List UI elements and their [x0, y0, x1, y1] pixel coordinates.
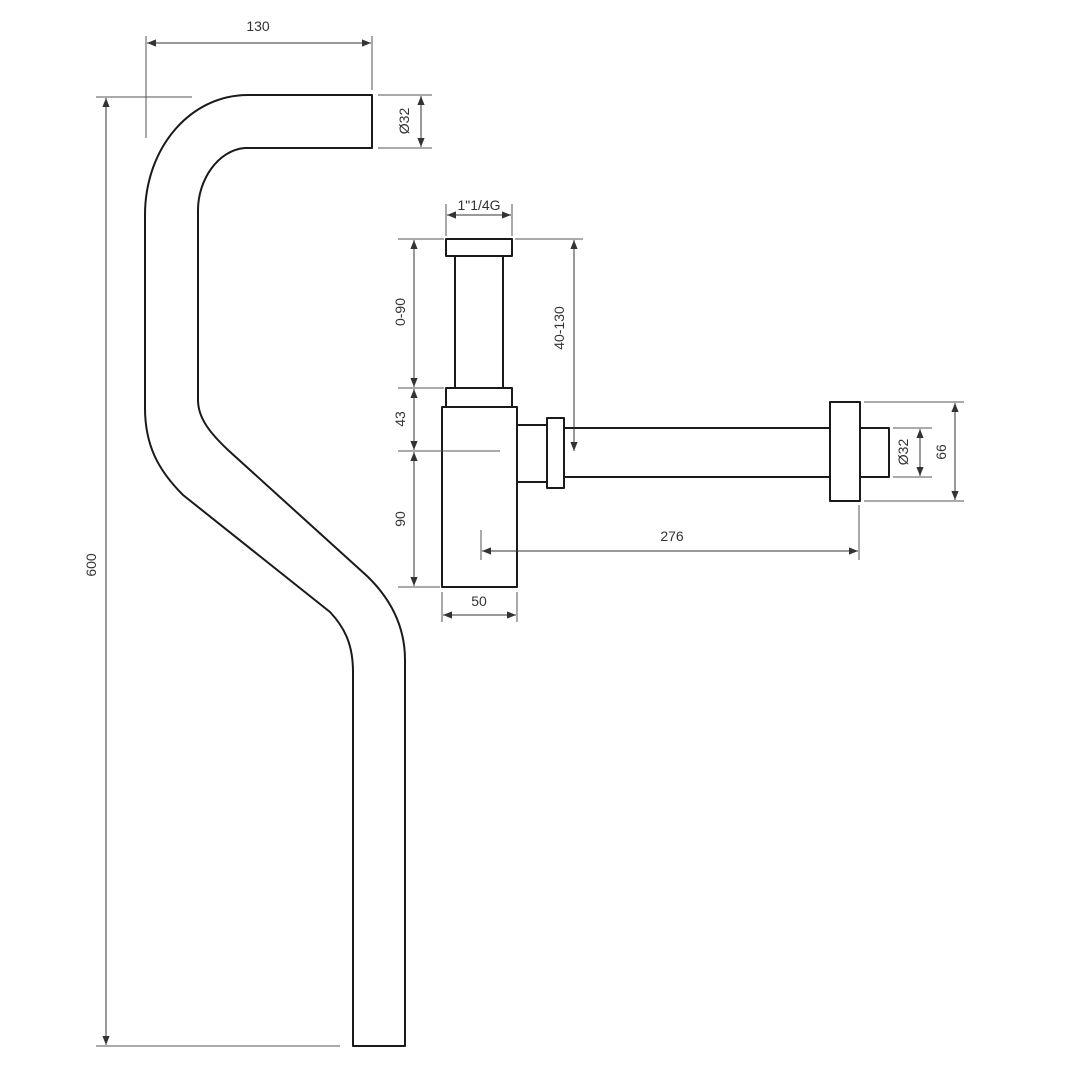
outlet-length-label: 276	[660, 528, 684, 544]
top-cap	[445, 238, 513, 257]
pipe-offset-label: 130	[246, 18, 270, 34]
pipe-dimensions: 130 Ø32 600	[83, 18, 432, 1047]
outlet-height-label: 40-130	[551, 306, 567, 350]
outlet-nut	[546, 417, 565, 489]
pipe-outer-wall	[144, 94, 406, 1047]
union-nut	[445, 387, 513, 408]
body-height-label: 90	[392, 511, 408, 527]
extension-tube	[454, 255, 504, 389]
wall-flange	[829, 401, 861, 502]
pipe-height-label: 600	[83, 553, 99, 577]
trap-dimensions: 1"1/4G 0-90 43 90 50 40-130 276 Ø3	[392, 197, 964, 622]
drain-pipe	[144, 94, 406, 1047]
wall-diameter-label: Ø32	[895, 439, 911, 466]
flange-diameter-label: 66	[933, 444, 949, 460]
nut-height-label: 43	[392, 411, 408, 427]
wall-connector	[859, 427, 890, 478]
pipe-diameter-label: Ø32	[396, 108, 412, 135]
thread-size-label: 1"1/4G	[457, 197, 500, 213]
bottle-trap	[441, 238, 890, 588]
trap-body	[441, 406, 518, 588]
body-width-label: 50	[471, 593, 487, 609]
outlet-stub	[516, 424, 548, 483]
extension-range-label: 0-90	[392, 298, 408, 326]
